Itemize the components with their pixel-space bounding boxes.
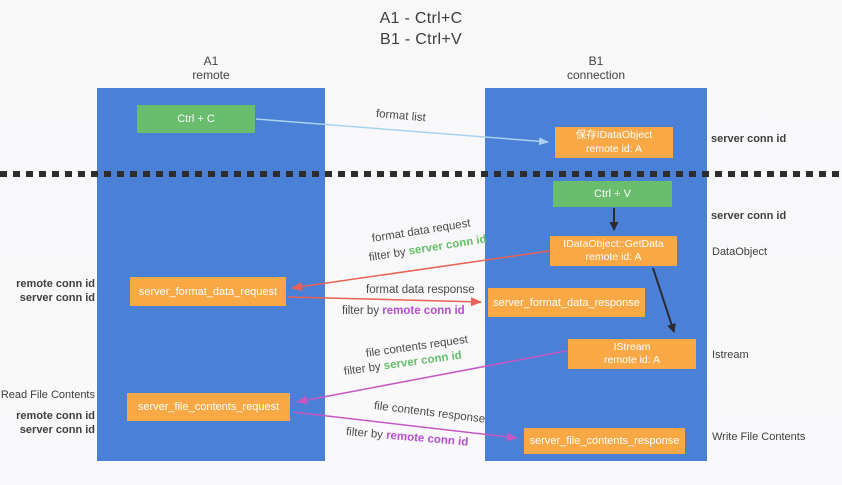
edge-label-file-contents-response: file contents response bbox=[373, 400, 486, 426]
save-idataobject-line1: 保存IDataObject bbox=[575, 129, 653, 141]
annotation-server-conn-id-mid: server conn id bbox=[711, 210, 787, 222]
lane-a1-name: A1 bbox=[203, 54, 219, 68]
node-istream: IStream remote id: A bbox=[568, 339, 696, 369]
ctrl-c-label: Ctrl + C bbox=[177, 113, 215, 125]
annotation-remote-conn-id-file: remote conn id bbox=[16, 410, 95, 422]
node-server-format-data-response: server_format_data_response bbox=[488, 288, 645, 317]
server-file-contents-request-label: server_file_contents_request bbox=[137, 401, 280, 413]
annotation-istream: Istream bbox=[712, 349, 749, 361]
lane-a1-role: remote bbox=[192, 68, 230, 82]
edge-label-format-data-response-filter: filter by remote conn id bbox=[342, 305, 465, 317]
lane-b1-name: B1 bbox=[588, 54, 604, 68]
filter-by-text: filter by bbox=[368, 245, 410, 264]
node-ctrl-v: Ctrl + V bbox=[553, 181, 672, 207]
node-server-file-contents-response: server_file_contents_response bbox=[524, 428, 685, 454]
annotation-read-file-contents: Read File Contents bbox=[0, 389, 95, 401]
filter-by-text: filter by bbox=[345, 426, 387, 442]
node-server-format-data-request: server_format_data_request bbox=[130, 277, 286, 306]
edge-label-file-contents-response-filter: filter by remote conn id bbox=[345, 426, 468, 449]
annotation-write-file-contents: Write File Contents bbox=[712, 431, 806, 443]
save-idataobject-line2: remote id: A bbox=[585, 142, 643, 155]
istream-line1: IStream bbox=[613, 340, 651, 353]
annotation-dataobject: DataObject bbox=[712, 246, 768, 258]
remote-conn-id-key: remote conn id bbox=[382, 305, 465, 317]
node-idataobject-getdata: IDataObject::GetData remote id: A bbox=[550, 236, 677, 266]
istream-line2: remote id: A bbox=[603, 354, 661, 366]
annotation-server-conn-id-file: server conn id bbox=[19, 424, 95, 436]
node-ctrl-c: Ctrl + C bbox=[137, 105, 255, 133]
lane-header-a1: A1 remote bbox=[97, 54, 325, 82]
edge-label-format-data-response: format data response bbox=[366, 284, 475, 296]
title-line-2: B1 - Ctrl+V bbox=[380, 31, 462, 48]
filter-by-text: filter by bbox=[342, 305, 383, 317]
lane-header-b1: B1 connection bbox=[485, 54, 707, 82]
ctrl-v-label: Ctrl + V bbox=[594, 188, 631, 200]
section-divider bbox=[0, 171, 842, 177]
remote-conn-id-key: remote conn id bbox=[385, 429, 469, 449]
title-line-1: A1 - Ctrl+C bbox=[379, 10, 463, 27]
annotation-server-conn-id-format: server conn id bbox=[19, 292, 95, 304]
node-save-idataobject: 保存IDataObject remote id: A bbox=[555, 127, 673, 158]
diagram-title: A1 - Ctrl+C B1 - Ctrl+V bbox=[0, 8, 842, 50]
getdata-line2: remote id: A bbox=[585, 251, 642, 263]
annotation-server-conn-id-top: server conn id bbox=[711, 133, 787, 145]
getdata-line1: IDataObject::GetData bbox=[563, 237, 664, 250]
server-format-data-request-label: server_format_data_request bbox=[138, 285, 278, 298]
lane-b1-role: connection bbox=[566, 68, 626, 82]
node-server-file-contents-request: server_file_contents_request bbox=[127, 393, 290, 421]
server-format-data-response-label: server_format_data_response bbox=[493, 296, 640, 309]
annotation-remote-conn-id-format: remote conn id bbox=[16, 278, 95, 290]
server-file-contents-response-label: server_file_contents_response bbox=[529, 435, 680, 447]
edge-label-format-list: format list bbox=[375, 108, 427, 125]
filter-by-text: filter by bbox=[343, 360, 385, 378]
